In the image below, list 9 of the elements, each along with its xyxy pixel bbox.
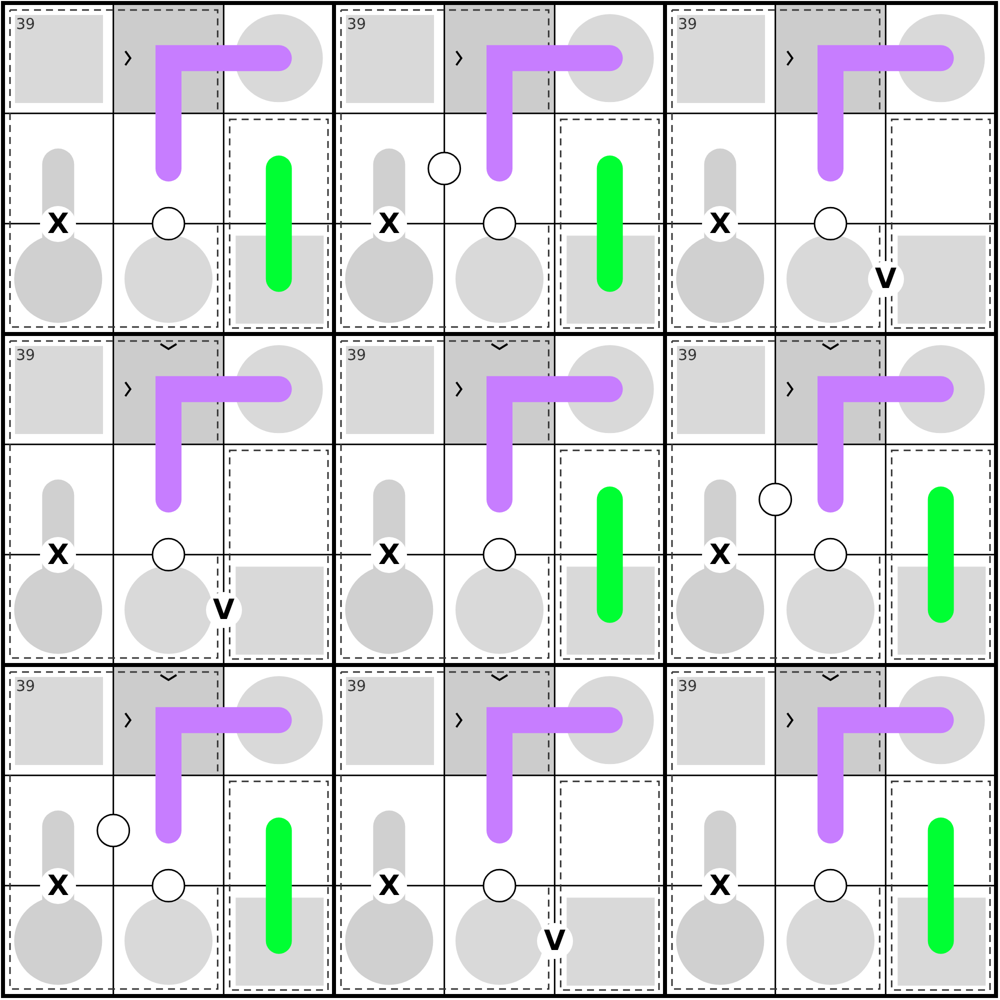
cage-sum: 39 bbox=[16, 347, 36, 363]
cage-sum: 39 bbox=[678, 16, 698, 32]
cage-sum: 39 bbox=[347, 678, 366, 694]
cage-sum: 39 bbox=[347, 347, 366, 363]
cage-sum: 39 bbox=[16, 16, 36, 32]
cage-sum: 39 bbox=[678, 678, 698, 694]
cage-sum: 39 bbox=[678, 347, 698, 363]
cage-sum: 39 bbox=[347, 16, 366, 32]
cage-sum: 39 bbox=[16, 678, 36, 694]
